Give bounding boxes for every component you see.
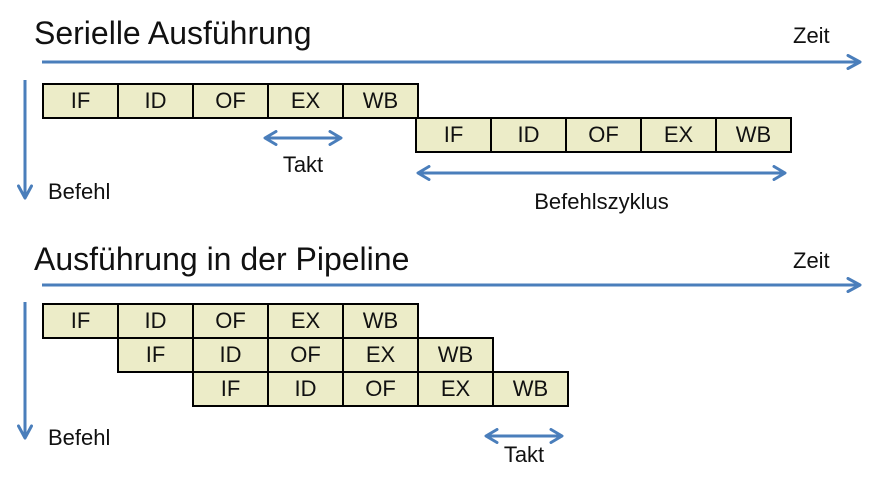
befehl-down-arrow-icon xyxy=(17,80,33,200)
stage-cell: WB xyxy=(715,117,792,153)
stage-cell: WB xyxy=(342,83,419,119)
stage-cell: IF xyxy=(42,83,119,119)
stage-cell: OF xyxy=(267,337,344,373)
pipeline-instruction-2-stage-row: IF ID OF EX WB xyxy=(117,337,494,373)
zeit-right-arrow-icon xyxy=(42,54,862,70)
befehl-down-arrow-icon xyxy=(17,302,33,440)
stage-cell: WB xyxy=(342,303,419,339)
stage-cell: ID xyxy=(117,303,194,339)
section-title-serial: Serielle Ausführung xyxy=(34,15,312,51)
befehl-axis-label: Befehl xyxy=(48,179,111,204)
pipeline-instruction-1-stage-row: IF ID OF EX WB xyxy=(42,303,419,339)
time-axis-label: Zeit xyxy=(793,23,830,48)
befehl-axis-label: Befehl xyxy=(48,425,111,450)
befehlszyklus-double-arrow-icon xyxy=(416,165,787,181)
stage-cell: IF xyxy=(192,371,269,407)
stage-cell: ID xyxy=(490,117,567,153)
takt-double-arrow-icon xyxy=(263,130,343,146)
takt-label: Takt xyxy=(503,442,545,467)
takt-label: Takt xyxy=(282,152,324,177)
stage-cell: IF xyxy=(415,117,492,153)
time-axis-label: Zeit xyxy=(793,248,830,273)
zeit-right-arrow-icon xyxy=(42,277,862,293)
stage-cell: EX xyxy=(267,303,344,339)
stage-cell: EX xyxy=(640,117,717,153)
stage-cell: WB xyxy=(492,371,569,407)
instruction-2-stage-row: IF ID OF EX WB xyxy=(415,117,792,153)
stage-cell: OF xyxy=(342,371,419,407)
stage-cell: IF xyxy=(117,337,194,373)
stage-cell: OF xyxy=(192,303,269,339)
stage-cell: IF xyxy=(42,303,119,339)
stage-cell: ID xyxy=(267,371,344,407)
stage-cell: ID xyxy=(192,337,269,373)
stage-cell: EX xyxy=(342,337,419,373)
stage-cell: WB xyxy=(417,337,494,373)
stage-cell: EX xyxy=(267,83,344,119)
section-title-pipeline: Ausführung in der Pipeline xyxy=(34,241,410,277)
befehlszyklus-label: Befehlszyklus xyxy=(534,189,669,214)
stage-cell: EX xyxy=(417,371,494,407)
pipeline-instruction-3-stage-row: IF ID OF EX WB xyxy=(192,371,569,407)
stage-cell: ID xyxy=(117,83,194,119)
takt-double-arrow-icon xyxy=(484,428,564,444)
instruction-1-stage-row: IF ID OF EX WB xyxy=(42,83,419,119)
stage-cell: OF xyxy=(565,117,642,153)
stage-cell: OF xyxy=(192,83,269,119)
